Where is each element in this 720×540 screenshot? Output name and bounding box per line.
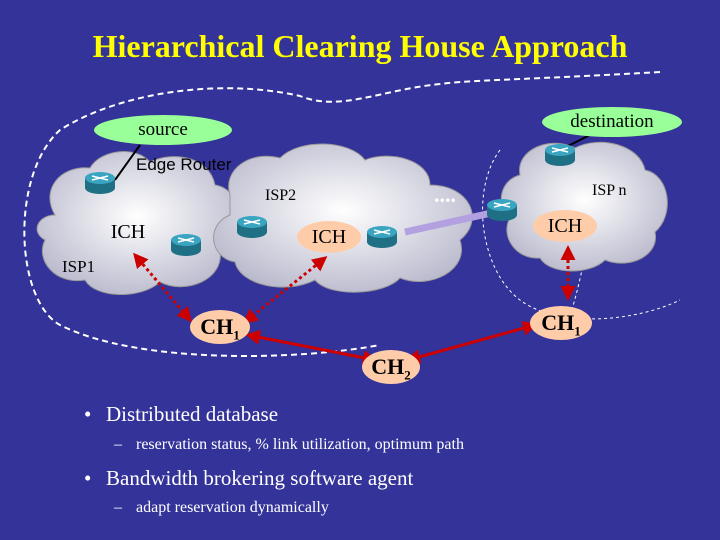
dashed-region-outline-right	[482, 149, 681, 320]
ich-isp-n: ICH	[533, 210, 597, 242]
ch1-right-label: CH	[541, 310, 575, 335]
page-title: Hierarchical Clearing House Approach	[92, 28, 628, 64]
source-node: source	[94, 115, 232, 145]
link-ch2-ch1-right	[405, 320, 538, 365]
router-ispn-b-icon	[545, 144, 575, 166]
ispn-label: ISP n	[592, 182, 627, 199]
ch1-left-node: CH1	[190, 310, 250, 344]
ellipsis-label: ....	[434, 182, 456, 207]
isp1-label: ISP1	[62, 257, 96, 276]
dash-icon: –	[114, 436, 122, 453]
router-isp2-b-icon	[367, 226, 397, 248]
ch1-left-label: CH	[200, 314, 234, 339]
ch1-right-subscript: 1	[574, 323, 581, 339]
bullet-dot-icon: •	[84, 466, 92, 490]
link-source-edge	[114, 144, 141, 181]
dashed-region-outline	[23, 71, 661, 358]
link-ch1-ch2-left	[245, 329, 378, 366]
dash-icon: –	[114, 499, 122, 516]
ch1-left-subscript: 1	[233, 327, 240, 343]
router-ispn-a-icon	[487, 199, 517, 221]
bullet-text: Bandwidth brokering software agent	[106, 466, 414, 490]
sub-bullet-item: –adapt reservation dynamically	[114, 499, 329, 517]
sub-bullet-text: reservation status, % link utilization, …	[136, 436, 464, 453]
router-isp2-a-icon	[237, 216, 267, 238]
isp2-label: ISP2	[265, 187, 297, 204]
ch2-subscript: 2	[404, 367, 411, 383]
ich-isp2: ICH	[297, 221, 361, 253]
cloud-isp-n	[500, 141, 668, 272]
bullet-item: • Bandwidth brokering software agent	[84, 466, 413, 491]
ch2-node: CH2	[362, 350, 420, 384]
sub-bullet-text: adapt reservation dynamically	[136, 499, 329, 516]
router-isp1-icon	[171, 234, 201, 256]
edge-router-label: Edge Router	[136, 155, 232, 174]
router-edge-icon	[85, 172, 115, 194]
ch1-right-node: CH1	[530, 306, 592, 340]
ch2-label: CH	[371, 354, 405, 379]
ich-isp1: ICH	[110, 221, 146, 243]
link-ich1-ch1	[133, 252, 192, 323]
bullet-text: Distributed database	[106, 402, 279, 426]
sub-bullet-item: –reservation status, % link utilization,…	[114, 436, 464, 454]
destination-node: destination	[542, 107, 682, 137]
bullet-item: • Distributed database	[84, 402, 278, 427]
link-ich2-ch1	[242, 256, 328, 324]
bullet-dot-icon: •	[84, 402, 92, 426]
